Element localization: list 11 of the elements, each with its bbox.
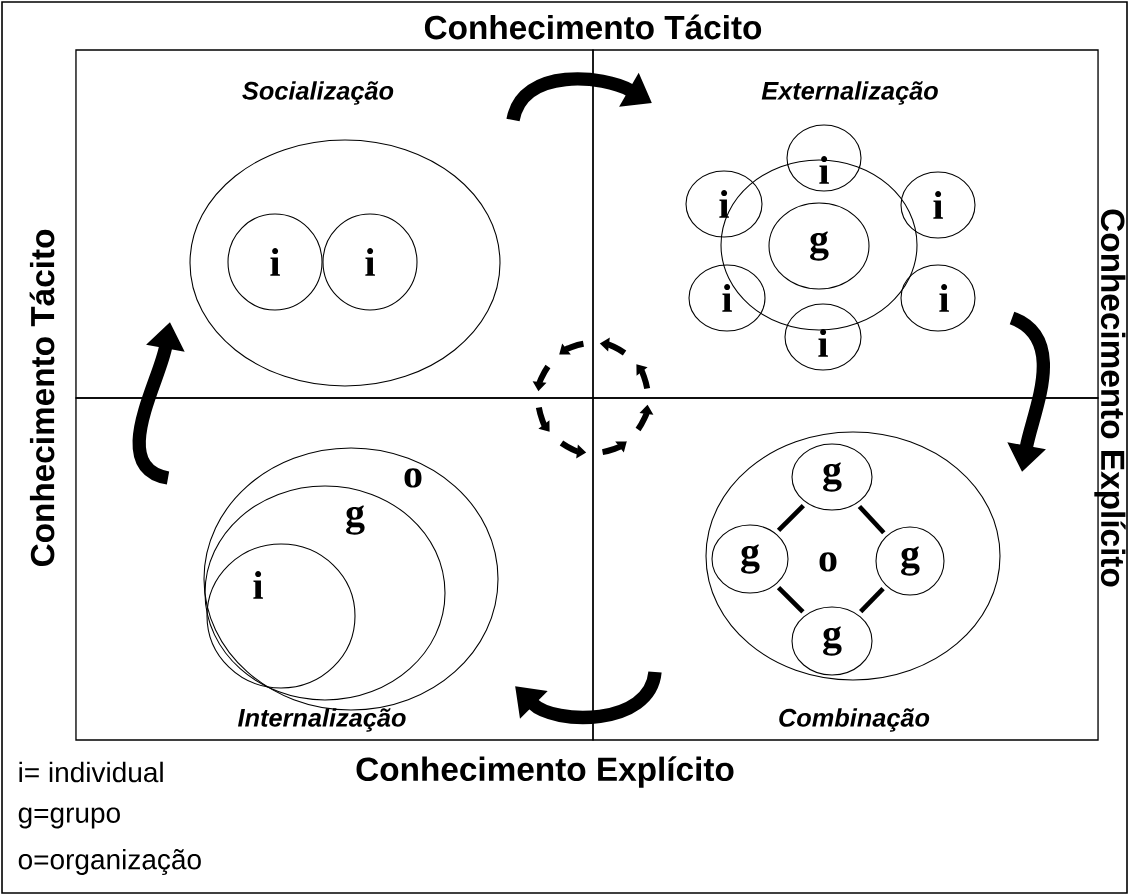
circle-outline [189,139,501,387]
legend-text: g=grupo [18,807,120,829]
connector-line [857,504,886,535]
axis-label: Conhecimento Tácito [424,14,762,40]
legend-text: i= individual [19,761,163,783]
axis-label: Conhecimento Explícito [356,756,734,788]
connector-line [776,504,805,533]
legend-text: o=organização [18,848,201,876]
connector-line [859,586,885,614]
connector-line [776,585,805,614]
axis-label: Conhecimento Tácito [29,229,55,567]
